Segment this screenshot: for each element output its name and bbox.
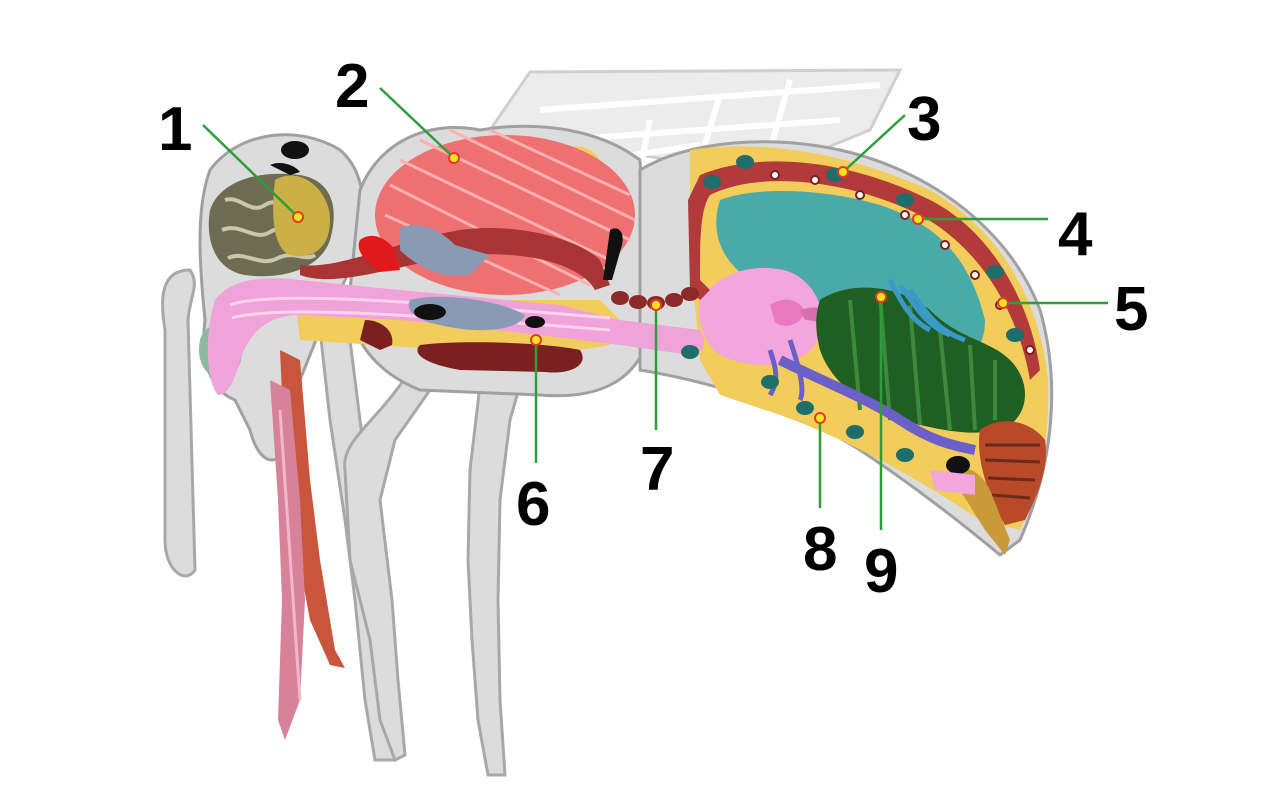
marker-5 bbox=[997, 297, 1009, 309]
callout-label-3: 3 bbox=[907, 85, 941, 154]
mandible bbox=[270, 162, 300, 175]
callout-label-7: 7 bbox=[640, 435, 674, 504]
marker-1 bbox=[292, 211, 304, 223]
antenna bbox=[161, 268, 197, 578]
spiracles bbox=[681, 155, 1024, 462]
leg-muscles bbox=[417, 342, 583, 373]
marker-8 bbox=[814, 412, 826, 424]
prothoracic-muscle bbox=[358, 235, 400, 272]
marker-7 bbox=[650, 299, 662, 311]
callout-label-6: 6 bbox=[516, 470, 550, 539]
callout-label-1: 1 bbox=[158, 95, 192, 164]
ocellus bbox=[281, 141, 309, 159]
leader-line-2 bbox=[379, 87, 455, 159]
legs bbox=[161, 268, 522, 777]
marker-6 bbox=[530, 334, 542, 346]
callout-label-9: 9 bbox=[864, 537, 898, 606]
callout-label-5: 5 bbox=[1114, 275, 1148, 344]
callout-numbers: 1 2 3 4 5 6 7 8 9 bbox=[158, 52, 1148, 606]
callout-label-8: 8 bbox=[803, 515, 837, 584]
middle-leg bbox=[343, 367, 432, 763]
internal-organs bbox=[199, 128, 1049, 740]
sternal-apodeme bbox=[603, 228, 623, 280]
marker-4 bbox=[912, 213, 924, 225]
callout-label-2: 2 bbox=[335, 52, 369, 121]
leader-line-1 bbox=[202, 124, 299, 218]
leader-line-3 bbox=[842, 114, 906, 173]
esophagus bbox=[207, 278, 705, 395]
ventral-nerve-cord bbox=[777, 355, 976, 455]
marker-2 bbox=[448, 152, 460, 164]
dorsal-vessel bbox=[688, 161, 1040, 380]
proventriculus bbox=[770, 299, 805, 326]
proboscis bbox=[280, 350, 345, 668]
aorta bbox=[300, 228, 610, 290]
hind-leg bbox=[466, 383, 522, 777]
marker-9 bbox=[875, 291, 887, 303]
markers bbox=[292, 152, 1009, 424]
thoracic-ganglion bbox=[400, 225, 490, 276]
leader-lines bbox=[202, 87, 1108, 530]
poison-sac bbox=[946, 456, 970, 474]
callout-label-4: 4 bbox=[1058, 200, 1093, 269]
malpighian-tubules bbox=[887, 278, 966, 343]
marker-3 bbox=[837, 166, 849, 178]
